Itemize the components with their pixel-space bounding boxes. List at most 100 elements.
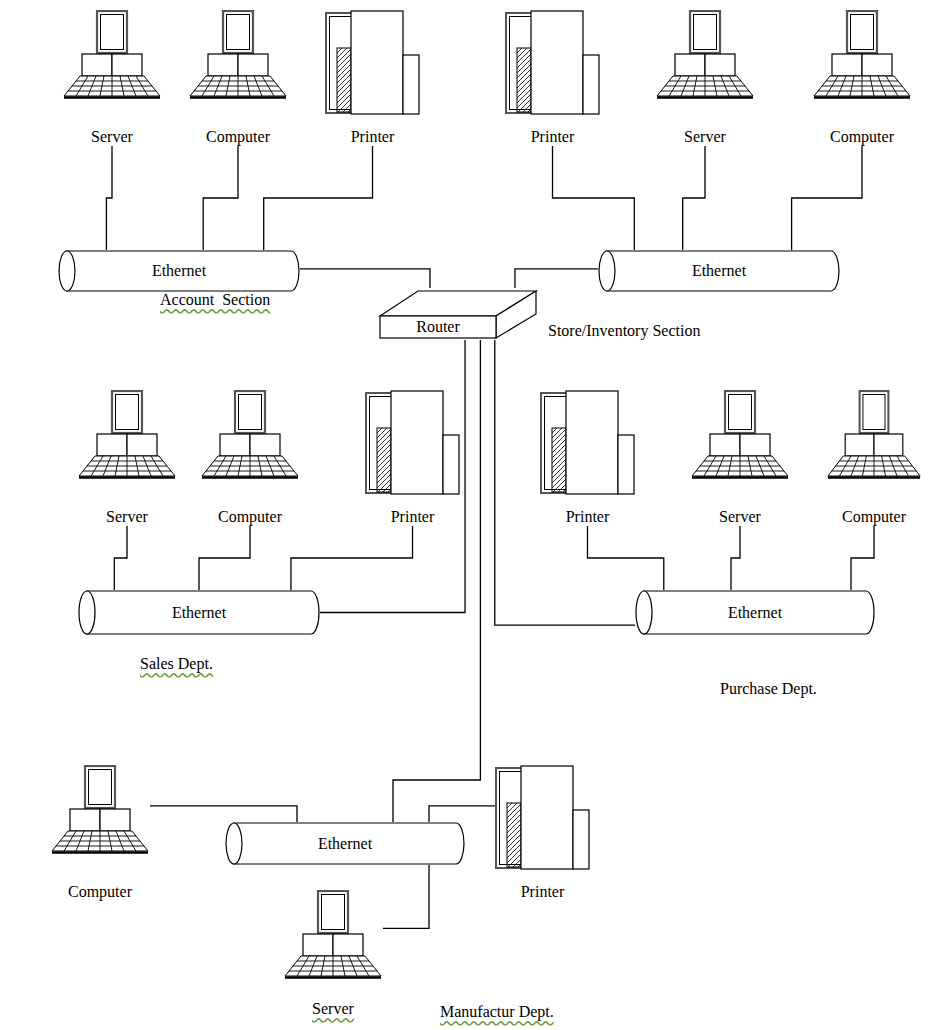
system-unit (250, 434, 280, 456)
printer-side (443, 435, 459, 494)
printer-icon (540, 390, 635, 495)
device-label: Computer (830, 128, 894, 146)
printer-node: Printer (495, 765, 590, 901)
monitor-screen (101, 15, 124, 50)
system-unit (845, 434, 874, 456)
keyboard-grid (693, 76, 697, 96)
ethernet-label: Ethernet (172, 604, 226, 622)
system-unit (220, 434, 250, 456)
printer-node: Printer (540, 390, 635, 526)
monitor-screen (239, 395, 262, 430)
system-unit (710, 434, 740, 456)
network-cable (553, 146, 635, 250)
system-unit (303, 934, 333, 956)
keyboard (52, 831, 148, 851)
keyboard-grid (266, 456, 274, 476)
keyboard-edge (285, 976, 381, 979)
device-label: Computer (842, 508, 906, 526)
device-label: Computer (68, 883, 132, 901)
router-label: Router (416, 318, 460, 336)
keyboard-grid (76, 831, 84, 851)
server-node: Server (62, 10, 162, 146)
system-unit (238, 54, 268, 76)
keyboard-grid (850, 76, 854, 96)
keyboard-grid (740, 456, 741, 476)
keyboard-grid (764, 456, 776, 476)
paper-tray (337, 48, 351, 112)
monitor-frame (847, 11, 877, 53)
server-node: Server (690, 390, 790, 526)
section-label: Account Section (160, 291, 270, 309)
ethernet-label: Ethernet (152, 262, 206, 280)
keyboard-grid (128, 76, 136, 96)
cable-end (226, 823, 242, 864)
keyboard-grid (108, 831, 112, 851)
device-label: Printer (391, 508, 435, 526)
keyboard-edge (79, 476, 175, 479)
keyboard-grid (124, 831, 136, 851)
network-cable (515, 269, 598, 288)
section-label: Sales Dept. (140, 655, 213, 673)
cable-end (599, 251, 615, 291)
device-label: Server (312, 1000, 354, 1018)
computer-node: Computer (50, 765, 150, 901)
keyboard-grid (258, 456, 262, 476)
network-cable (264, 146, 373, 250)
monitor-frame (318, 891, 348, 933)
keyboard-grid (705, 76, 706, 96)
system-unit (97, 434, 127, 456)
cable-end (59, 251, 75, 291)
monitor-screen (227, 15, 250, 50)
monitor-screen (863, 395, 885, 430)
network-cable (114, 526, 127, 590)
monitor-screen (116, 395, 139, 430)
printer-side (583, 55, 599, 114)
computer-icon (77, 390, 177, 480)
network-cable (150, 806, 297, 822)
network-cable (106, 146, 112, 250)
device-label: Server (719, 508, 761, 526)
cable-body (233, 823, 464, 864)
system-unit (874, 434, 903, 456)
keyboard (814, 76, 910, 96)
paper-tray (517, 48, 531, 112)
ethernet-bus: Ethernet (58, 250, 300, 292)
system-unit (705, 54, 735, 76)
computer-icon (690, 390, 790, 480)
keyboard-grid (704, 456, 716, 476)
computer-node: Computer (188, 10, 288, 146)
printer-icon (365, 390, 460, 495)
network-cable (383, 865, 429, 928)
keyboard-edge (657, 96, 753, 99)
system-unit (208, 54, 238, 76)
keyboard-grid (103, 456, 111, 476)
network-cable (731, 526, 740, 590)
server-node: Server (655, 10, 755, 146)
ethernet-label: Ethernet (692, 262, 746, 280)
device-label: Computer (218, 508, 282, 526)
keyboard (79, 456, 175, 476)
device-label: Printer (521, 883, 565, 901)
network-cable (203, 146, 238, 250)
keyboard (190, 76, 286, 96)
keyboard-edge (190, 96, 286, 99)
ethernet-bus: Ethernet (635, 590, 875, 635)
printer-body (531, 11, 583, 114)
computer-icon (283, 890, 383, 980)
keyboard (828, 456, 920, 476)
cable-body (643, 591, 874, 634)
ethernet-label: Ethernet (318, 835, 372, 853)
keyboard-grid (91, 456, 103, 476)
server-node: Server (77, 390, 177, 526)
keyboard (285, 956, 381, 976)
monitor-frame (235, 391, 265, 433)
keyboard-grid (882, 456, 886, 476)
keyboard-grid (214, 76, 222, 96)
network-cable (429, 806, 495, 822)
keyboard-grid (870, 76, 874, 96)
keyboard-edge (202, 476, 298, 479)
monitor-screen (851, 15, 874, 50)
computer-node: Computer (826, 390, 922, 526)
printer-icon (495, 765, 590, 870)
router-box: Router (378, 288, 538, 340)
